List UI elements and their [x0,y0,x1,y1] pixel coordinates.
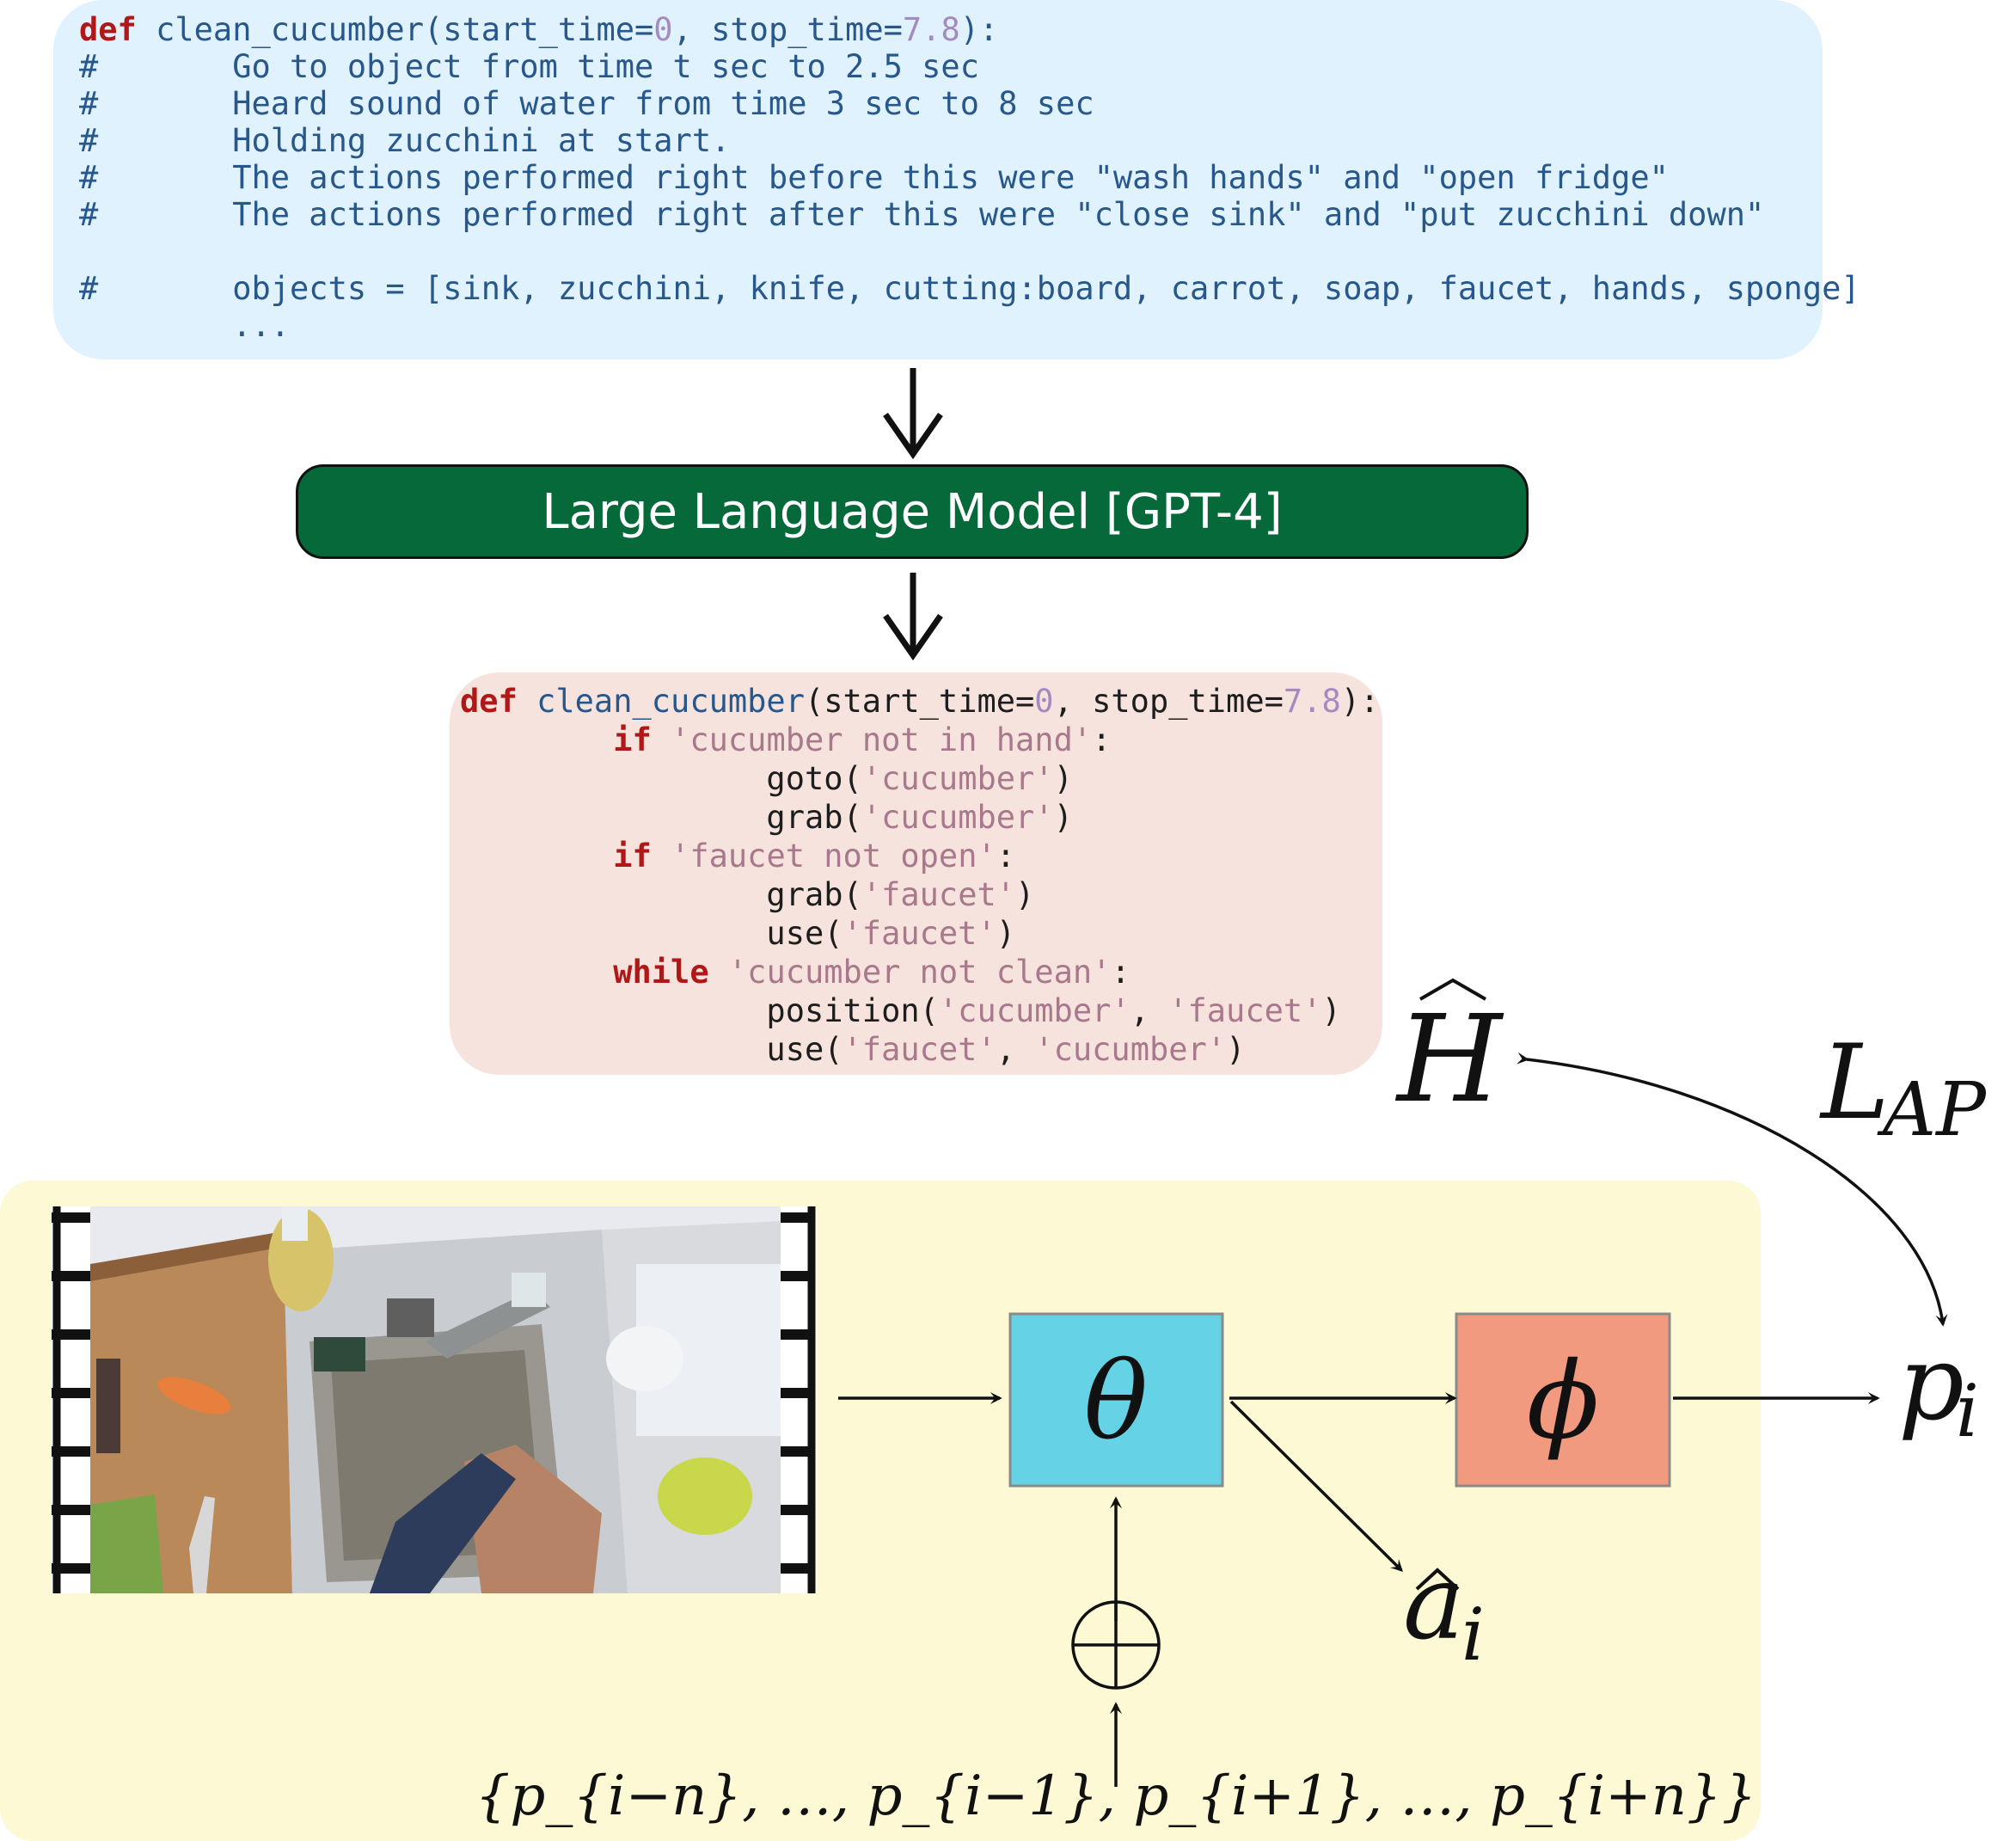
arrow-theta-to-action [1229,1400,1403,1572]
film-hole [52,1329,90,1340]
svg-text:i: i [1956,1369,1979,1453]
code-token: ): [959,11,999,48]
code-string: 'faucet' [1168,992,1322,1029]
arrow-prompt-to-llm [883,368,943,460]
prompt-line: def clean_cucumber(start_time=0, stop_ti… [79,11,1860,48]
theta-label: θ [1084,1340,1149,1464]
code-line: if 'cucumber not in hand': [613,721,1112,758]
code-string: 'cucumber' [938,992,1131,1029]
svg-text:a: a [1403,1543,1465,1663]
code-line: def clean_cucumber(start_time=0, stop_ti… [460,682,1379,721]
film-hole [781,1212,815,1223]
prompt-panel [53,0,1823,359]
film-hole [781,1563,815,1574]
code-line: grab('cucumber') [766,799,1073,836]
film-sprocket-holes [52,1212,815,1574]
code-token: 7.8 [902,11,960,48]
code-string: 'faucet' [843,1031,996,1068]
arrow-llm-to-code [883,573,943,661]
code-string: 'cucumber not clean' [727,954,1112,991]
prompt-line: ... [79,307,291,344]
code-token: def [79,11,156,48]
code-string: 'faucet' [861,876,1016,913]
code-keyword: while [613,954,709,991]
code-keyword: if [613,721,652,758]
code-token: clean_cucumber [536,683,805,720]
code-string: 'faucet' [843,915,996,952]
svg-text:i: i [1461,1592,1485,1677]
code-keyword: if [613,838,652,874]
prompt-line: # Go to object from time t sec to 2.5 se… [79,48,979,85]
video-film-strip [52,1206,817,1593]
code-token: def [460,683,537,720]
code-token: , stop_time= [1053,683,1284,720]
svg-text:{p_{i−n}, …, p_{i−1}, p_{i+1},: {p_{i−n}, …, p_{i−1}, p_{i+1}, …, p_{i+n… [475,1764,1757,1828]
prompt-line: # objects = [sink, zucchini, knife, cutt… [79,270,1860,307]
generated-code-panel [450,672,1382,1075]
svg-text:AP: AP [1877,1067,1988,1153]
film-hole [52,1271,90,1281]
film-hole [52,1446,90,1457]
code-string: 'faucet not open' [671,838,996,874]
phi-label: ϕ [1527,1340,1600,1464]
svg-text:L: L [1819,1023,1890,1143]
prompt-line: # The actions performed right after this… [79,196,1765,233]
film-hole [781,1388,815,1398]
code-string: 'cucumber' [861,760,1054,797]
svg-text:p: p [1898,1324,1964,1444]
loss-label: L AP [1819,1023,1988,1153]
film-hole [52,1563,90,1574]
code-string: 'cucumber' [861,799,1054,836]
phi-box [1455,1312,1671,1488]
video-frame-image [90,1206,781,1593]
llm-label: Large Language Model [GPT-4] [542,483,1283,540]
code-line: while 'cucumber not clean': [613,954,1131,991]
code-token: 0 [1034,683,1054,720]
llm-box: Large Language Model [GPT-4] [296,464,1529,559]
code-line: goto('cucumber') [766,760,1073,797]
code-line: use('faucet', 'cucumber') [766,1031,1246,1068]
sum-operator [1071,1600,1161,1690]
generated-code: def clean_cucumber(start_time=0, stop_ti… [460,682,1379,1069]
prompt-line: # Heard sound of water from time 3 sec t… [79,85,1094,122]
theta-box [1008,1312,1224,1488]
svg-text:H: H [1394,990,1504,1130]
code-token: 7.8 [1283,683,1341,720]
film-hole [52,1505,90,1515]
code-token: , stop_time= [672,11,903,48]
prompt-code: def clean_cucumber(start_time=0, stop_ti… [79,11,1860,344]
a-hat-label: a i [1403,1543,1485,1677]
code-string: 'cucumber' [1034,1031,1227,1068]
film-hole [52,1212,90,1223]
code-token: ): [1340,683,1380,720]
film-hole [52,1388,90,1398]
prompt-line: # Holding zucchini at start. [79,122,731,159]
code-string: 'cucumber not in hand' [671,721,1093,758]
prompt-line: # The actions performed right before thi… [79,159,1669,196]
p-output-label: p i [1898,1324,1979,1453]
h-hat-label: H [1394,978,1504,1130]
film-hole [781,1505,815,1515]
film-hole [781,1271,815,1281]
code-token: (start_time= [423,11,654,48]
film-hole [781,1329,815,1340]
loss-arrow [1517,1052,1948,1327]
code-line: if 'faucet not open': [613,838,1016,874]
code-token: 0 [653,11,673,48]
code-token: (start_time= [804,683,1035,720]
code-token: clean_cucumber [156,11,424,48]
code-line: grab('faucet') [766,876,1035,913]
code-line: use('faucet') [766,915,1016,952]
film-hole [781,1446,815,1457]
code-line: position('cucumber', 'faucet') [766,992,1341,1029]
context-set-label: {p_{i−n}, …, p_{i−1}, p_{i+1}, …, p_{i+n… [475,1764,1757,1828]
